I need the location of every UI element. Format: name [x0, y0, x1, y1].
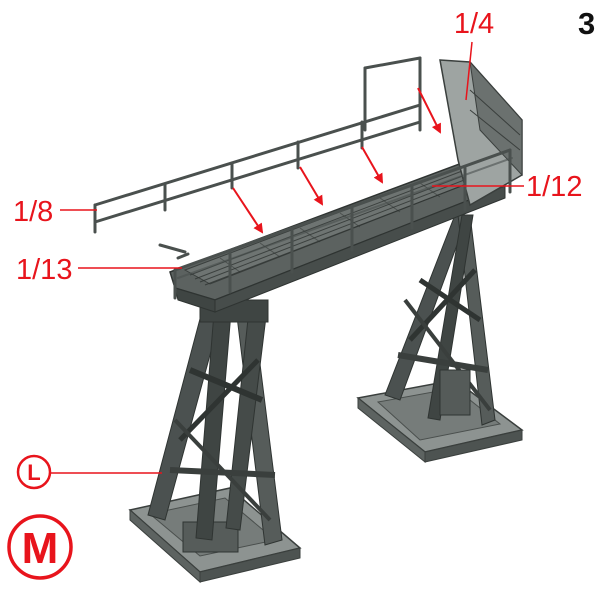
glue-badge-l: L — [16, 454, 52, 490]
glue-badge-m: M — [7, 514, 73, 580]
arrow-4 — [417, 87, 441, 134]
back-leg-frame — [384, 214, 496, 426]
callout-1-8: 1/8 — [13, 196, 53, 228]
badge-l-label: L — [27, 460, 40, 485]
gantry-structure — [93, 56, 524, 584]
callout-1-4: 1/4 — [454, 8, 494, 40]
arrow-1 — [232, 187, 264, 234]
arrow-3 — [361, 146, 383, 184]
assembly-arrows — [232, 87, 441, 234]
callout-1-12: 1/12 — [526, 171, 582, 203]
badge-m-label: M — [22, 524, 59, 573]
callout-leaders — [48, 41, 524, 474]
front-handrail — [158, 148, 513, 300]
walkway-deck — [169, 159, 506, 313]
callout-1-13: 1/13 — [16, 254, 72, 286]
arrow-2 — [299, 166, 324, 206]
front-leg-frame — [147, 299, 283, 546]
step-number: 3 — [578, 6, 595, 41]
leader-1-4 — [465, 41, 473, 101]
